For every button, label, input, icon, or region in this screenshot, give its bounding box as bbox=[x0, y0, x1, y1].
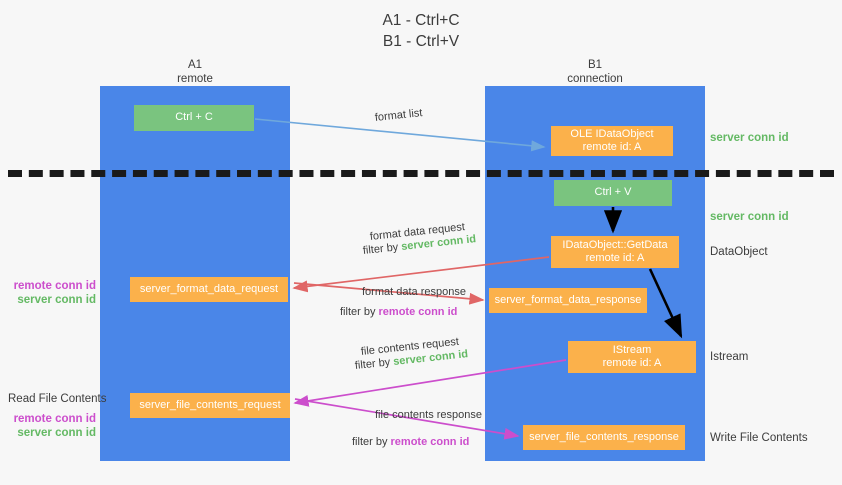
node-idataobject-getdata-line2: remote id: A bbox=[585, 252, 645, 264]
annotation-write-file-contents: Write File Contents bbox=[710, 432, 808, 444]
title-line-2: B1 - Ctrl+V bbox=[382, 33, 460, 50]
caption-format-data-response: format data response bbox=[362, 285, 466, 300]
annotation-left-remote-conn-id-2: remote conn id bbox=[13, 413, 96, 425]
node-istream-line1: IStream bbox=[612, 343, 652, 356]
caption-filter-prefix-4: filter by bbox=[352, 436, 391, 448]
caption-format-data-response-filter: filter by remote conn id bbox=[340, 305, 457, 320]
annotation-left-conn-ids-1: remote conn id server conn id bbox=[8, 279, 96, 307]
caption-filter-prefix-3: filter by bbox=[354, 356, 394, 372]
lane-header-a1: A1 remote bbox=[120, 58, 270, 86]
annotation-left-conn-ids-2: remote conn id server conn id bbox=[8, 412, 96, 440]
node-server-format-data-response-label: server_format_data_response bbox=[494, 293, 642, 306]
caption-format-data-response-text: format data response bbox=[362, 286, 466, 298]
caption-filter-prefix-2: filter by bbox=[340, 306, 379, 318]
caption-file-contents-response: file contents response bbox=[375, 408, 482, 423]
caption-file-contents-response-filter: filter by remote conn id bbox=[352, 435, 469, 450]
annotation-server-conn-id-mid: server conn id bbox=[710, 211, 789, 223]
annotation-left-remote-conn-id-1: remote conn id bbox=[13, 280, 96, 292]
lane-header-b1: B1 connection bbox=[520, 58, 670, 86]
lane-header-b1-sub: connection bbox=[567, 73, 623, 85]
node-ctrl-c-label: Ctrl + C bbox=[175, 111, 213, 124]
node-ole-idataobject-line2: remote id: A bbox=[582, 141, 642, 153]
caption-filter-remote-conn-id-2: remote conn id bbox=[390, 436, 470, 448]
lane-header-a1-name: A1 bbox=[187, 59, 203, 71]
node-ctrl-v[interactable]: Ctrl + V bbox=[554, 180, 672, 206]
node-server-file-contents-request[interactable]: server_file_contents_request bbox=[130, 393, 290, 418]
node-idataobject-getdata-line1: IDataObject::GetData bbox=[562, 238, 668, 251]
caption-filter-remote-conn-id: remote conn id bbox=[378, 306, 458, 318]
node-ctrl-c[interactable]: Ctrl + C bbox=[134, 105, 254, 131]
caption-format-list: format list bbox=[374, 106, 423, 126]
lane-header-a1-sub: remote bbox=[177, 73, 213, 85]
node-istream[interactable]: IStream remote id: A bbox=[568, 341, 696, 373]
node-server-file-contents-response-label: server_file_contents_response bbox=[529, 430, 679, 443]
page-title: A1 - Ctrl+C B1 - Ctrl+V bbox=[0, 10, 842, 52]
node-server-file-contents-request-label: server_file_contents_request bbox=[139, 398, 281, 411]
node-server-format-data-response[interactable]: server_format_data_response bbox=[489, 288, 647, 313]
lane-header-b1-name: B1 bbox=[587, 59, 603, 71]
annotation-read-file-contents: Read File Contents bbox=[8, 393, 107, 405]
node-server-format-data-request[interactable]: server_format_data_request bbox=[130, 277, 288, 302]
node-server-file-contents-response[interactable]: server_file_contents_response bbox=[523, 425, 685, 450]
node-istream-line2: remote id: A bbox=[602, 357, 662, 369]
dashed-divider bbox=[8, 170, 834, 177]
node-ole-idataobject[interactable]: OLE IDataObject remote id: A bbox=[551, 126, 673, 156]
annotation-left-server-conn-id-1: server conn id bbox=[17, 294, 96, 306]
node-idataobject-getdata[interactable]: IDataObject::GetData remote id: A bbox=[551, 236, 679, 268]
node-ctrl-v-label: Ctrl + V bbox=[594, 186, 632, 199]
node-ole-idataobject-line1: OLE IDataObject bbox=[570, 127, 654, 140]
annotation-dataobject: DataObject bbox=[710, 246, 768, 258]
caption-filter-prefix: filter by bbox=[362, 241, 402, 257]
annotation-left-server-conn-id-2: server conn id bbox=[17, 427, 96, 439]
caption-file-contents-response-text: file contents response bbox=[375, 409, 483, 421]
node-server-format-data-request-label: server_format_data_request bbox=[139, 282, 279, 295]
caption-format-list-text: format list bbox=[374, 107, 424, 124]
annotation-server-conn-id-top: server conn id bbox=[710, 132, 789, 144]
title-line-1: A1 - Ctrl+C bbox=[382, 12, 460, 29]
annotation-istream: Istream bbox=[710, 351, 749, 363]
